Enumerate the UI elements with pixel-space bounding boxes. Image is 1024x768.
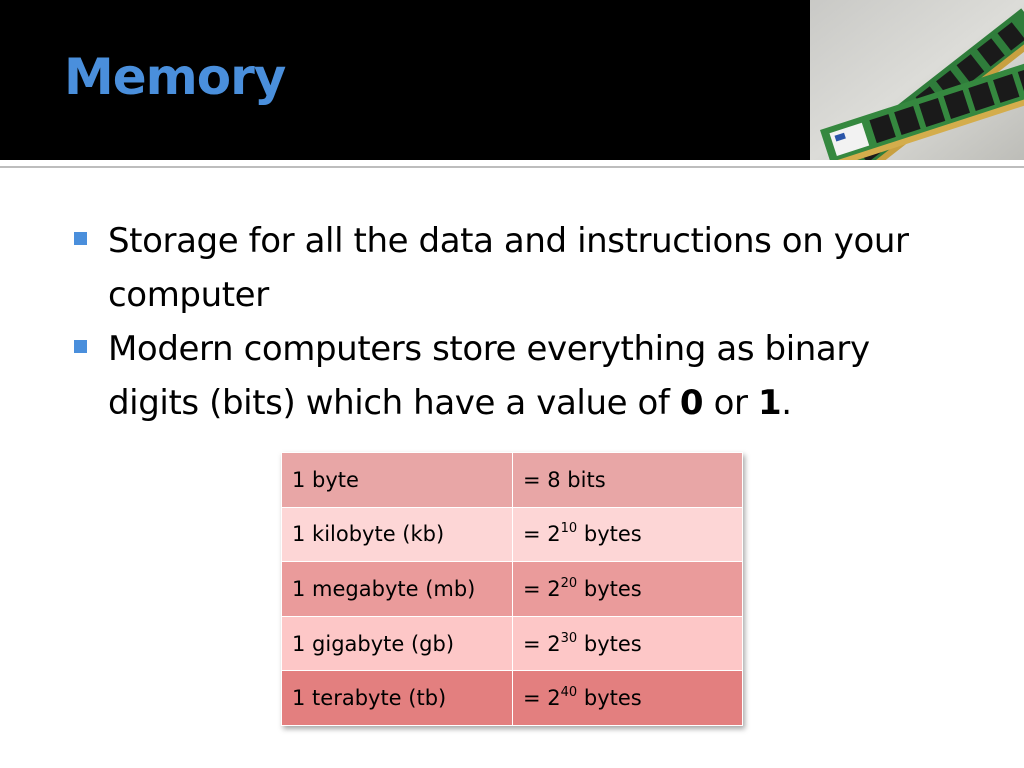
divider-thin (0, 166, 1024, 168)
value-cell: = 240 bytes (512, 670, 743, 726)
memory-units-table-wrap: 1 byte = 8 bits 1 kilobyte (kb) = 210 by… (281, 452, 743, 726)
unit-cell: 1 terabyte (tb) (281, 670, 513, 726)
unit-cell: 1 megabyte (mb) (281, 561, 513, 617)
value-exponent: 10 (560, 521, 578, 537)
bullet-item: Modern computers store everything as bin… (70, 322, 970, 430)
bullet-text: Storage for all the data and instruction… (108, 221, 909, 315)
value-suffix: bytes (577, 576, 642, 601)
value-cell: = 220 bytes (512, 561, 743, 617)
table-row: 1 kilobyte (kb) = 210 bytes (281, 506, 743, 563)
value-cell: = 8 bits (512, 452, 743, 508)
memory-units-table: 1 byte = 8 bits 1 kilobyte (kb) = 210 by… (281, 452, 743, 726)
table-row: 1 byte = 8 bits (281, 452, 743, 508)
value-cell: = 210 bytes (512, 506, 743, 563)
square-bullet-icon (74, 232, 87, 245)
divider-thick (0, 160, 1024, 164)
value-prefix: = 2 (523, 631, 561, 656)
bullet-list: Storage for all the data and instruction… (70, 214, 970, 430)
value-suffix: bytes (577, 522, 642, 547)
ram-modules-photo (810, 0, 1024, 160)
bold-one: 1 (757, 383, 782, 423)
table-row: 1 gigabyte (gb) = 230 bytes (281, 615, 743, 672)
value-exponent: 40 (560, 685, 578, 701)
bullet-text-period: . (781, 383, 792, 423)
value-exponent: 20 (560, 575, 578, 591)
unit-cell: 1 kilobyte (kb) (281, 506, 513, 563)
bullet-text: Modern computers store everything as bin… (108, 329, 870, 423)
value-prefix: = 2 (523, 576, 561, 601)
table-row: 1 terabyte (tb) = 240 bytes (281, 670, 743, 726)
value-prefix: = 2 (523, 686, 561, 711)
value-prefix: = 2 (523, 522, 561, 547)
value-prefix: = 8 bits (523, 467, 606, 492)
slide-title: Memory (64, 48, 286, 106)
unit-cell: 1 gigabyte (gb) (281, 615, 513, 672)
bullet-item: Storage for all the data and instruction… (70, 214, 970, 322)
value-suffix: bytes (577, 631, 642, 656)
value-cell: = 230 bytes (512, 615, 743, 672)
value-exponent: 30 (560, 630, 578, 646)
bold-zero: 0 (679, 383, 704, 423)
square-bullet-icon (74, 340, 87, 353)
value-suffix: bytes (577, 686, 642, 711)
bullet-text-or: or (703, 383, 758, 423)
unit-cell: 1 byte (281, 452, 513, 508)
table-row: 1 megabyte (mb) = 220 bytes (281, 561, 743, 617)
